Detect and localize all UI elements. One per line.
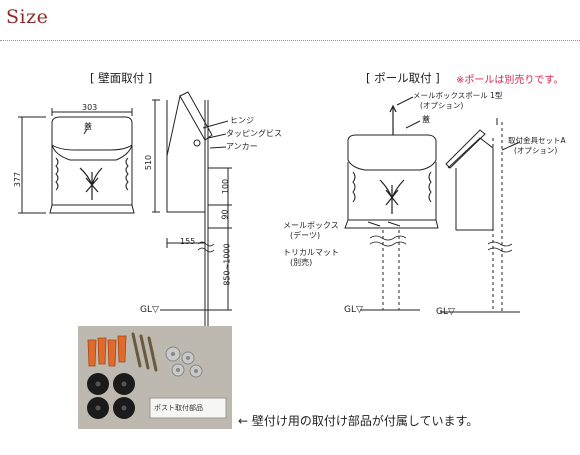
parts-caption: ← 壁付け用の取付け部品が付属しています。 (238, 414, 479, 428)
pole-front-view (344, 96, 439, 311)
parts-card-label: ポスト取付部品 (154, 404, 203, 412)
wall-ground-label: GL▽ (140, 305, 159, 315)
pole-sold-separately-note: ※ポールは別売りです。 (456, 75, 564, 86)
pole-option-label: (オプション) (420, 101, 464, 110)
mailbox-label: メールボックス (283, 221, 339, 230)
wall-width-dim: 303 (82, 103, 98, 112)
wall-mount-height-dim: 850~1000 (222, 243, 232, 286)
mount-set-option-label: (オプション) (514, 146, 558, 155)
mounting-parts-photo: ポスト取付部品 (78, 326, 232, 429)
hinge-label: ヒンジ (230, 116, 254, 125)
anchor-label: アンカー (226, 142, 258, 151)
wall-side-view (152, 91, 232, 330)
mat-sub-label: (別売) (290, 258, 313, 267)
pole-side-view (440, 118, 521, 313)
mount-set-label: 取付金具セットA (508, 136, 566, 145)
page-title: Size (6, 6, 49, 28)
wall-offset-dim: 155 (180, 237, 196, 246)
size-drawing (18, 91, 521, 330)
wall-front-view (18, 108, 135, 214)
pole-mount-title: [ ポール取付 ] (366, 71, 440, 85)
wall-mount-title: [ 壁面取付 ] (90, 71, 153, 85)
pole-lid-label: 蓋 (422, 115, 430, 124)
wall-h2-dim: 90 (220, 209, 230, 220)
mailbox-sub-label: (デーツ) (290, 231, 321, 240)
pole-ground-label-1: GL▽ (344, 305, 363, 315)
title-divider (0, 40, 580, 41)
tapping-screw-label: タッピングビス (226, 129, 282, 138)
pole-label: メールボックスポール 1型 (413, 91, 503, 100)
mounting-parts-illustration (87, 332, 227, 419)
wall-depth-dim: 510 (144, 154, 154, 171)
mat-label: トリカルマット (283, 248, 339, 257)
pole-ground-label-2: GL▽ (436, 307, 455, 317)
wall-height-dim: 377 (13, 171, 23, 188)
wall-lid-label: 蓋 (84, 122, 92, 131)
wall-h1-dim: 100 (221, 178, 231, 195)
